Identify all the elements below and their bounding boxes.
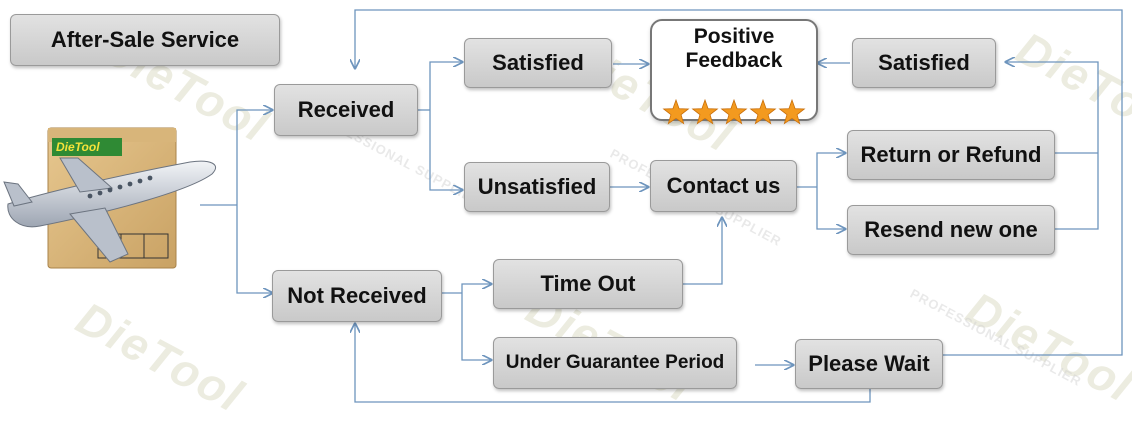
brand-logo-text: DieTool: [56, 140, 100, 154]
diagram-canvas: DieTool DieTool DieTool DieTool DieTool …: [3, 9, 1132, 422]
node-contact-us: Contact us: [650, 160, 797, 212]
feedback-line-1: Positive: [693, 25, 775, 48]
star-icon: [720, 99, 748, 125]
connector-to-return: [816, 153, 845, 187]
connector-to-unsatisfied: [429, 110, 462, 190]
connector-wait-loop-bottom: [355, 324, 871, 403]
connector-wait-loop-top: [355, 9, 1123, 356]
connector-to-timeout: [461, 284, 491, 293]
connector-resend-back: [1006, 62, 1099, 230]
star-icon: [691, 99, 719, 125]
connector-to-not-received: [236, 205, 272, 293]
connector-timeout-contact: [683, 218, 722, 285]
star-icon: [662, 99, 690, 125]
connector-to-satisfied: [429, 62, 462, 110]
connector-to-resend: [816, 187, 845, 229]
node-satisfied-right: Satisfied: [852, 38, 996, 88]
star-icon: [749, 99, 777, 125]
feedback-line-2: Feedback: [685, 49, 783, 72]
star-icon: [778, 99, 806, 125]
node-received: Received: [274, 84, 418, 136]
node-under-guarantee-period: Under Guarantee Period: [493, 337, 737, 389]
five-star-rating-icon: [662, 99, 806, 125]
connector-to-received: [236, 110, 272, 205]
diagram-title: After-Sale Service: [10, 14, 280, 66]
package-plane-icon: DieTool: [3, 127, 217, 269]
node-satisfied: Satisfied: [464, 38, 612, 88]
node-unsatisfied: Unsatisfied: [464, 162, 610, 212]
node-please-wait: Please Wait: [795, 339, 943, 389]
node-not-received: Not Received: [272, 270, 442, 322]
node-return-or-refund: Return or Refund: [847, 130, 1055, 180]
node-resend-new-one: Resend new one: [847, 205, 1055, 255]
node-positive-feedback: Positive Feedback: [650, 19, 818, 125]
connector-lines: [200, 9, 1123, 403]
node-time-out: Time Out: [493, 259, 683, 309]
connector-to-guarantee: [461, 293, 491, 360]
